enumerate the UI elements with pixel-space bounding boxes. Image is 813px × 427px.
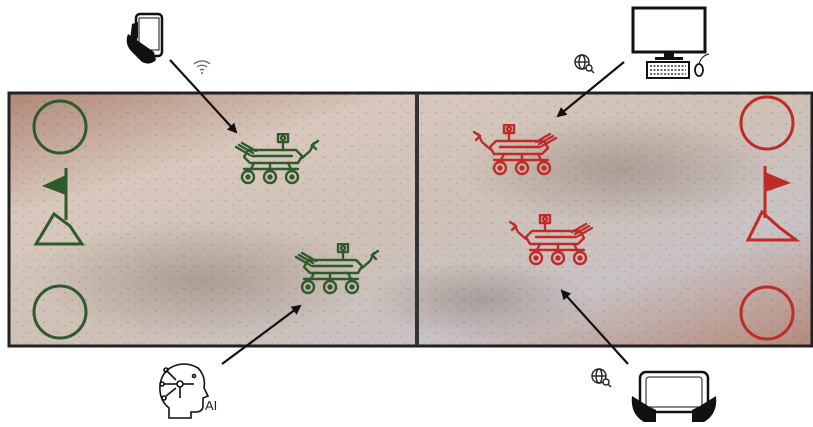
- globe-search-icon: [575, 55, 594, 73]
- wifi-icon: [194, 61, 210, 74]
- terrain-texture: [9, 93, 812, 346]
- desktop-computer-icon: [633, 8, 709, 78]
- ai-head-icon: [160, 364, 208, 418]
- gamepad-tablet-icon: [632, 372, 717, 422]
- arena: [9, 93, 812, 346]
- globe-search-icon: [592, 369, 611, 387]
- ai-label: AI: [205, 398, 217, 413]
- smartphone-icon: [127, 14, 162, 64]
